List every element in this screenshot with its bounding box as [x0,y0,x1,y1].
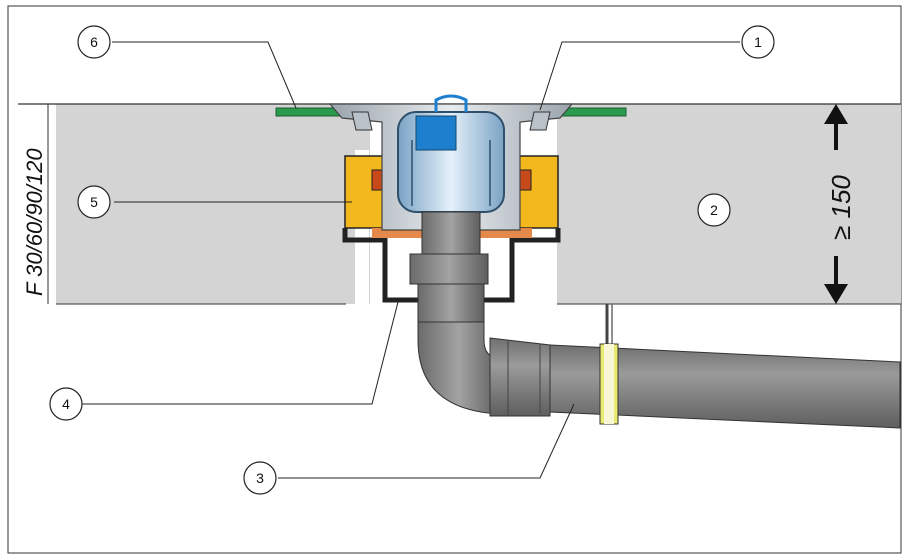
callout-3: 3 [243,461,277,495]
callout-1: 1 [741,25,775,59]
callout-4-label: 4 [62,396,70,412]
leader-1 [539,41,740,111]
dimension-label: ≥ 150 [826,175,856,240]
pipe-socket [409,253,489,285]
dimension-arrow-down-head [824,284,848,304]
callout-2: 2 [697,193,731,227]
leader-6 [112,41,297,109]
pipe-clamp-highlight [604,344,614,424]
callout-6: 6 [77,25,111,59]
trap-handle [434,94,468,112]
leader-4 [82,301,399,405]
callout-5-label: 5 [90,194,98,210]
callout-3-label: 3 [256,470,264,486]
callout-5: 5 [77,185,111,219]
outlet-spigot [421,211,481,257]
callout-2-label: 2 [710,202,718,218]
pipe-socket-horizontal [489,337,551,417]
leader-3 [278,403,575,479]
callout-1-label: 1 [754,34,762,50]
fire-rating-label: F 30/60/90/120 [22,148,47,296]
intumescent-left [344,155,386,229]
grate-bracket-right [529,111,551,131]
callout-4: 4 [49,387,83,421]
trap-cap [415,115,457,151]
seal-right [518,169,532,191]
intumescent-right [517,155,559,229]
callout-6-label: 6 [90,34,98,50]
dimension-arrow-up-head [824,104,848,124]
grate-bracket-left [351,111,373,131]
pipe-vertical [417,283,485,325]
pipe-horizontal [549,344,901,429]
